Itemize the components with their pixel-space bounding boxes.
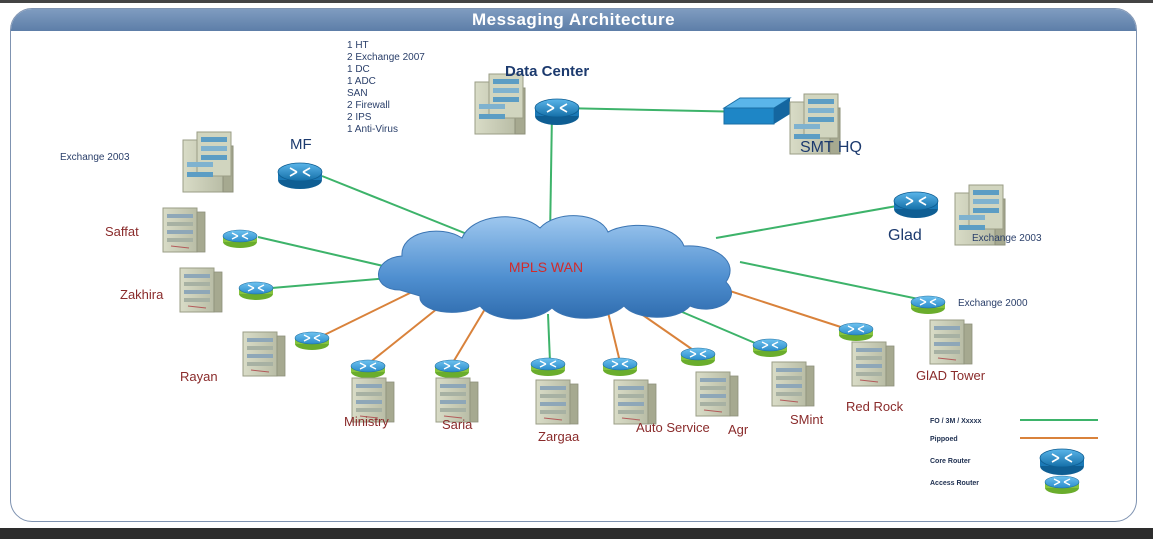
zakhira-label: Zakhira <box>120 287 164 302</box>
glad-tower-exchange-label: Exchange 2000 <box>958 298 1028 309</box>
saffat-node: Saffat <box>105 207 258 253</box>
zargaa-node: Zargaa <box>530 357 580 444</box>
inventory-item: 1 HT <box>347 40 369 51</box>
ministry-node: Ministry <box>344 359 395 429</box>
zakhira-node: Zakhira <box>120 267 274 313</box>
mpls-wan-cloud: MPLS WAN <box>378 215 732 320</box>
auto-service-label: Auto Service <box>636 420 710 435</box>
red-rock-node: Red Rock <box>838 322 904 414</box>
mf-label: MF <box>290 136 312 153</box>
inventory-item: SAN <box>347 88 368 99</box>
legend-core-router-label: Core Router <box>930 458 971 465</box>
saria-label: Saria <box>442 417 473 432</box>
saffat-label: Saffat <box>105 224 139 239</box>
access-router-icon <box>1044 475 1080 495</box>
legend-fo-label: FO / 3M / Xxxxx <box>930 418 981 425</box>
mpls-wan-label: MPLS WAN <box>509 259 583 275</box>
data-center-label: Data Center <box>505 63 589 80</box>
glad-tower-label: GlAD Tower <box>916 368 986 383</box>
switch-icon <box>722 97 792 125</box>
rayan-label: Rayan <box>180 369 218 384</box>
legend: FO / 3M / Xxxxx Pippoed Core Router Acce… <box>930 418 1098 495</box>
data-center-inventory: 1 HT 2 Exchange 2007 1 DC 1 ADC SAN 2 Fi… <box>347 40 425 135</box>
smt-hq-node: SMT HQ <box>722 93 862 156</box>
rayan-node: Rayan <box>180 331 330 384</box>
data-center-node: Data Center 1 HT 2 Exchange 2007 1 DC 1 … <box>347 40 589 135</box>
ministry-label: Ministry <box>344 414 389 429</box>
zargaa-label: Zargaa <box>538 429 580 444</box>
smint-label: SMint <box>790 412 824 427</box>
inventory-item: 2 Firewall <box>347 100 390 111</box>
legend-access-router-label: Access Router <box>930 480 979 487</box>
red-rock-label: Red Rock <box>846 399 904 414</box>
fo-links <box>257 107 929 363</box>
glad-label: Glad <box>888 227 922 244</box>
diagram-title: Messaging Architecture <box>11 9 1136 31</box>
mf-exchange-label: Exchange 2003 <box>60 152 130 163</box>
agr-label: Agr <box>728 422 749 437</box>
legend-pipped-label: Pippoed <box>930 436 958 443</box>
agr-node: Agr <box>680 347 749 437</box>
inventory-item: 1 DC <box>347 64 370 75</box>
inventory-item: 1 Anti-Virus <box>347 124 398 135</box>
glad-exchange-label: Exchange 2003 <box>972 233 1042 244</box>
smint-node: SMint <box>752 338 824 427</box>
inventory-item: 1 ADC <box>347 76 376 87</box>
glad-node: Glad Exchange 2003 <box>888 184 1042 246</box>
core-router-icon <box>1039 448 1085 476</box>
inventory-item: 2 IPS <box>347 112 372 123</box>
page-top-line <box>0 0 1153 3</box>
mf-node: MF Exchange 2003 <box>60 131 323 193</box>
smt-hq-label: SMT HQ <box>800 139 862 156</box>
inventory-item: 2 Exchange 2007 <box>347 52 425 63</box>
auto-service-node: Auto Service <box>602 357 710 435</box>
saria-node: Saria <box>434 359 479 432</box>
glad-tower-node: Exchange 2000 GlAD Tower <box>910 295 1028 383</box>
page-bottom-bar <box>0 528 1153 539</box>
